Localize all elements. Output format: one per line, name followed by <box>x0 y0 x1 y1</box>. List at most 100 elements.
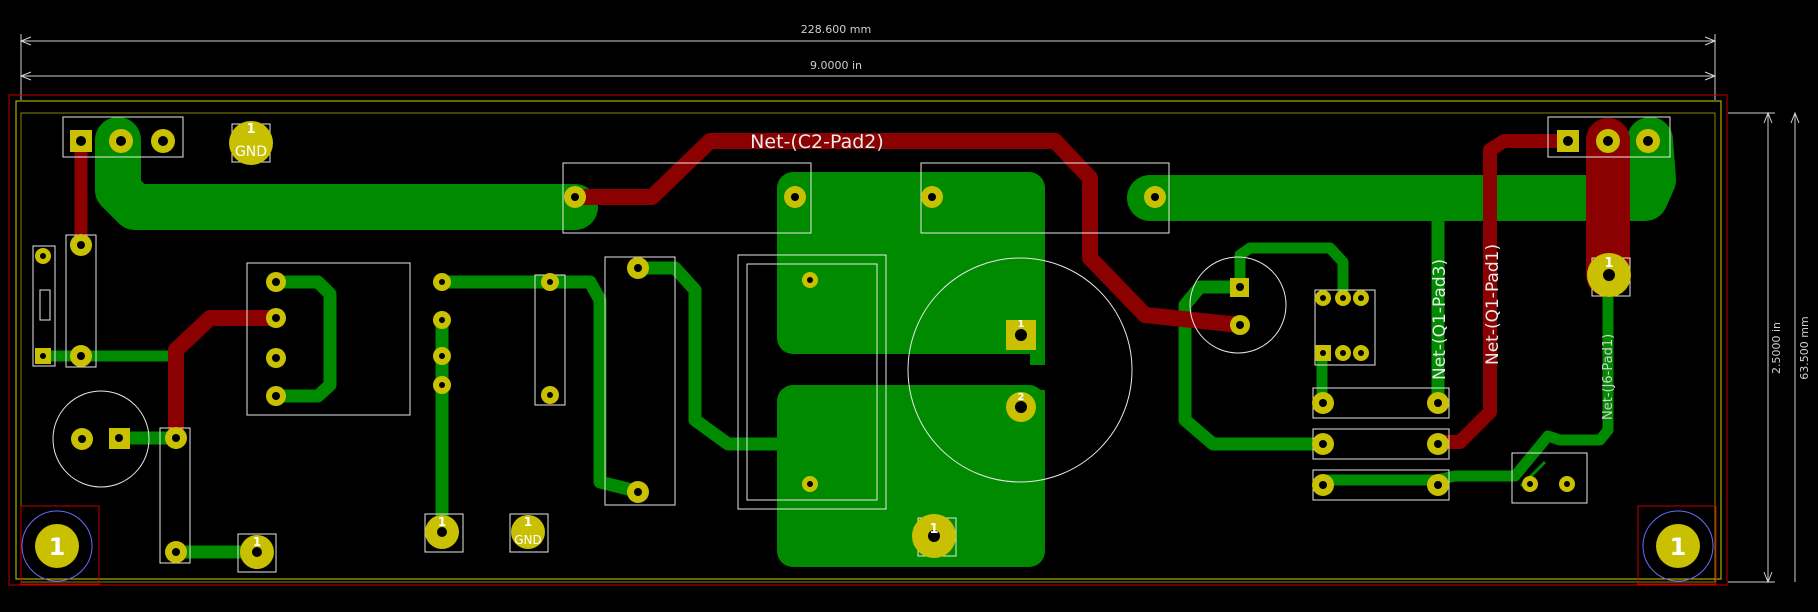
pad-tp3-number: 1 <box>929 522 938 537</box>
trace-q1-pad1[interactable] <box>1431 134 1575 449</box>
dimension-width-in <box>19 71 1717 81</box>
pad-r6-2[interactable] <box>1427 474 1449 496</box>
pad-r2-1[interactable] <box>165 427 187 449</box>
pad-c1-1[interactable] <box>71 428 93 450</box>
pad-u2-2[interactable] <box>1315 290 1331 306</box>
pad-u2-3[interactable] <box>1335 290 1351 306</box>
pad-r3a-2[interactable] <box>433 311 451 329</box>
pad-tp-gnd-top[interactable]: 1 GND <box>229 121 273 165</box>
board-inner-outline <box>20 112 1716 583</box>
pad-tp3[interactable]: 1 <box>912 514 956 558</box>
pad-j-right-2[interactable] <box>1596 129 1620 153</box>
pad-tp4[interactable]: 1 <box>1587 253 1631 297</box>
pad-u1-4[interactable] <box>266 386 286 406</box>
pad-c2b-1[interactable] <box>921 186 943 208</box>
pad-r5-1[interactable] <box>1312 433 1334 455</box>
pad-u2-6[interactable] <box>1353 345 1369 361</box>
silk-c2-right <box>920 162 1170 234</box>
pad-tp-gnd-label: GND <box>514 533 542 547</box>
pad-r3a-3[interactable] <box>433 347 451 365</box>
dimension-width-in-label: 9.0000 in <box>810 59 862 72</box>
pad-j-right-1[interactable] <box>1557 130 1579 152</box>
zone-upper[interactable] <box>777 172 1045 354</box>
net-label-q1-pad1: Net-(Q1-Pad1) <box>1483 244 1503 365</box>
pad-r2-2[interactable] <box>165 541 187 563</box>
pad-r3a-4[interactable] <box>433 376 451 394</box>
pad-c3-2-number: 2 <box>1018 392 1025 403</box>
mounting-hole-right-label: 1 <box>1670 533 1687 561</box>
pad-tp2-number: 1 <box>253 535 261 549</box>
pad-left-resistor-2[interactable] <box>35 348 51 364</box>
pad-hs-1[interactable] <box>802 272 818 288</box>
pad-left-resistor-1[interactable] <box>35 248 51 264</box>
pad-c3-1[interactable]: 1 <box>1006 319 1036 350</box>
pad-c1-2[interactable] <box>109 428 130 449</box>
silk-c1 <box>52 390 150 488</box>
pad-tp1-number: 1 <box>438 515 446 529</box>
pad-r1-2[interactable] <box>70 345 92 367</box>
pad-r6-1[interactable] <box>1312 474 1334 496</box>
silk-tp1 <box>424 513 464 553</box>
pad-r5-2[interactable] <box>1427 433 1449 455</box>
pad-r1-1[interactable] <box>70 234 92 256</box>
trace-gnd-right-bus[interactable] <box>1127 117 1676 221</box>
pad-tp1[interactable]: 1 <box>425 515 459 549</box>
pad-u1-1[interactable] <box>266 272 286 292</box>
back-copper-layer[interactable] <box>37 117 1676 559</box>
trace-b7[interactable] <box>631 261 799 451</box>
pad-r3-1[interactable] <box>541 273 559 291</box>
pad-q2-2[interactable] <box>1230 315 1250 335</box>
pad-u2-5[interactable] <box>1335 345 1351 361</box>
pad-c2b-2[interactable] <box>1144 186 1166 208</box>
trace-f3[interactable] <box>168 310 284 446</box>
silk-left-resistor <box>32 245 56 367</box>
silk-d1 <box>604 256 676 506</box>
silk-c2-left <box>562 162 812 234</box>
silk-left-resistor-body <box>39 289 51 321</box>
pad-c3-1-number: 1 <box>1018 319 1025 330</box>
pad-sw1-2[interactable] <box>1559 476 1575 492</box>
trace-b5[interactable] <box>435 275 647 499</box>
silk-tp-gnd <box>509 513 549 553</box>
trace-b8[interactable] <box>1234 242 1349 302</box>
silk-u2 <box>1314 289 1376 366</box>
pad-q2-1[interactable] <box>1230 278 1249 297</box>
pad-tp2[interactable]: 1 <box>240 535 274 569</box>
pad-u1-2[interactable] <box>266 308 286 328</box>
pad-hs-2[interactable] <box>802 476 818 492</box>
pads-layer[interactable]: 1 GND 1 1 1 G <box>35 121 1660 569</box>
pad-r4-1[interactable] <box>1312 392 1334 414</box>
pad-j-left-1[interactable] <box>70 130 92 152</box>
mounting-hole-right[interactable]: 1 <box>1637 505 1717 585</box>
dimension-width-mm <box>19 34 1717 100</box>
zone-lower[interactable] <box>777 385 1045 567</box>
front-copper-layer[interactable] <box>74 118 1630 449</box>
pad-tp-gnd[interactable]: 1 GND <box>511 515 545 549</box>
pad-j-left-2[interactable] <box>109 129 133 153</box>
dimension-width-mm-label: 228.600 mm <box>801 23 871 36</box>
pad-sw1-1[interactable] <box>1522 476 1538 492</box>
pad-c3-2[interactable]: 2 <box>1006 392 1036 422</box>
pad-r3a-1[interactable] <box>433 273 451 291</box>
mounting-hole-left-label: 1 <box>49 533 66 561</box>
pad-r3-2[interactable] <box>541 386 559 404</box>
pad-d1-2[interactable] <box>627 481 649 503</box>
mounting-hole-left[interactable]: 1 <box>20 505 100 585</box>
pad-j-left-3[interactable] <box>151 129 175 153</box>
dimension-height-mm-label: 63.500 mm <box>1798 316 1811 379</box>
trace-c2-pad2[interactable] <box>567 133 1248 333</box>
copper-zones[interactable] <box>777 172 1045 567</box>
pad-u2-4[interactable] <box>1353 290 1369 306</box>
trace-gnd-left-bus[interactable] <box>95 117 598 230</box>
pad-c2-1[interactable] <box>564 186 586 208</box>
trace-b9[interactable] <box>1178 280 1329 451</box>
trace-b2[interactable] <box>269 275 337 403</box>
pad-u2-1[interactable] <box>1315 345 1331 361</box>
pad-d1-1[interactable] <box>627 257 649 279</box>
pad-j-right-3[interactable] <box>1636 129 1660 153</box>
pad-c2-2[interactable] <box>784 186 806 208</box>
pad-r4-2[interactable] <box>1427 392 1449 414</box>
net-label-c2-pad2: Net-(C2-Pad2) <box>750 131 884 153</box>
pad-u1-3[interactable] <box>266 348 286 368</box>
